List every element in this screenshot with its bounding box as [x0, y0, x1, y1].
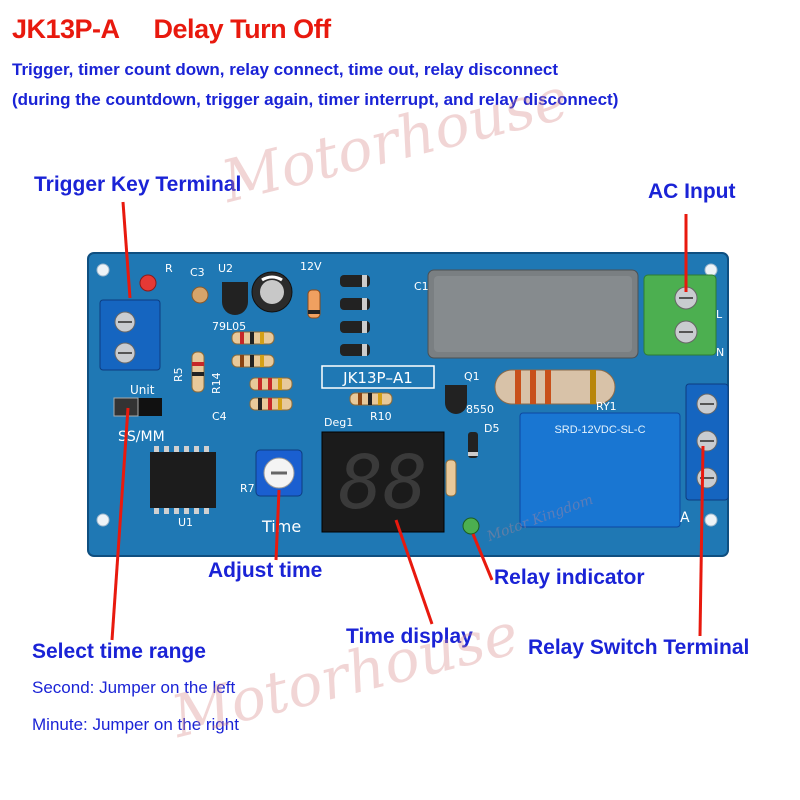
silk-c1: C1 — [414, 280, 429, 293]
pointer-select-range — [110, 407, 130, 641]
pointer-relay-switch — [698, 445, 705, 637]
ic-u1 — [150, 452, 216, 508]
silk-d5: D5 — [484, 422, 499, 435]
seven-segment-display — [321, 431, 445, 533]
label-trigger-key-terminal: Trigger Key Terminal — [34, 173, 242, 196]
silk-no: NO — [727, 470, 737, 484]
pointer-adjust-time — [274, 489, 281, 561]
silk-12v: 12V — [300, 260, 322, 273]
label-time-display: Time display — [346, 625, 473, 648]
note-second: Second: Jumper on the left — [32, 678, 236, 697]
relay-model-text: SRD-12VDC-SL-C — [554, 424, 645, 436]
silk-c4: C4 — [212, 410, 227, 423]
display-digits: 88 — [338, 440, 427, 526]
board-model-label: JK13P–A1 — [342, 369, 413, 387]
silk-n: N — [716, 346, 724, 359]
silk-79l05: 79L05 — [212, 320, 246, 333]
model-name: JK13P-A — [12, 14, 120, 44]
silk-ss-mm: SS/MM — [118, 429, 165, 445]
label-ac-input: AC Input — [648, 180, 736, 203]
pointer-trigger — [121, 201, 132, 299]
mount-hole — [96, 263, 110, 277]
silk-a: A — [680, 510, 690, 526]
mount-hole — [704, 263, 718, 277]
silk-q1: Q1 — [464, 370, 480, 383]
diode-d5 — [468, 432, 478, 458]
description-line-2: (during the countdown, trigger again, ti… — [12, 90, 619, 109]
silk-nc: NC — [727, 398, 737, 411]
mount-hole — [704, 513, 718, 527]
silk-ry1: RY1 — [596, 400, 617, 413]
silk-unit: Unit — [130, 383, 155, 397]
power-led — [139, 274, 157, 292]
silk-time: Time — [261, 517, 301, 536]
pointer-time-display — [394, 519, 434, 625]
silk-l: L — [716, 308, 723, 321]
label-relay-switch-terminal: Relay Switch Terminal — [528, 636, 750, 659]
resistor-led — [445, 459, 457, 497]
label-adjust-time: Adjust time — [208, 559, 323, 582]
silk-com: COM — [727, 430, 737, 451]
label-select-time-range: Select time range — [32, 640, 206, 663]
resistor-array — [191, 331, 393, 411]
product-title: JK13P-A Delay Turn Off — [12, 14, 331, 45]
silk-c3: C3 — [190, 266, 205, 279]
note-minute: Minute: Jumper on the right — [32, 715, 239, 734]
silk-r: R — [165, 262, 173, 275]
power-resistor — [494, 369, 616, 405]
mount-hole — [96, 513, 110, 527]
description-line-1: Trigger, timer count down, relay connect… — [12, 60, 559, 79]
relay-ry1 — [519, 412, 681, 528]
silk-r7: R7 — [240, 482, 255, 495]
transistor-q1 — [445, 385, 467, 414]
silk-r5: R5 — [172, 367, 185, 382]
capacitor-c3 — [191, 286, 209, 304]
silk-deg1: Deg1 — [324, 416, 353, 429]
regulator-79l05 — [222, 282, 248, 315]
mode-name: Delay Turn Off — [153, 14, 332, 44]
silk-r14: R14 — [210, 372, 223, 394]
silk-8550: 8550 — [466, 403, 494, 416]
silk-u2: U2 — [218, 262, 233, 275]
relay-indicator-led — [462, 517, 480, 535]
model-label-box — [321, 365, 435, 389]
pointer-relay-indicator — [471, 533, 494, 581]
silk-r10: R10 — [370, 410, 392, 423]
silk-u1: U1 — [178, 516, 193, 529]
diode-bank — [340, 275, 370, 356]
label-relay-indicator: Relay indicator — [494, 566, 645, 589]
ac-input-terminal-block — [643, 274, 717, 356]
jumper-cap — [113, 397, 139, 417]
